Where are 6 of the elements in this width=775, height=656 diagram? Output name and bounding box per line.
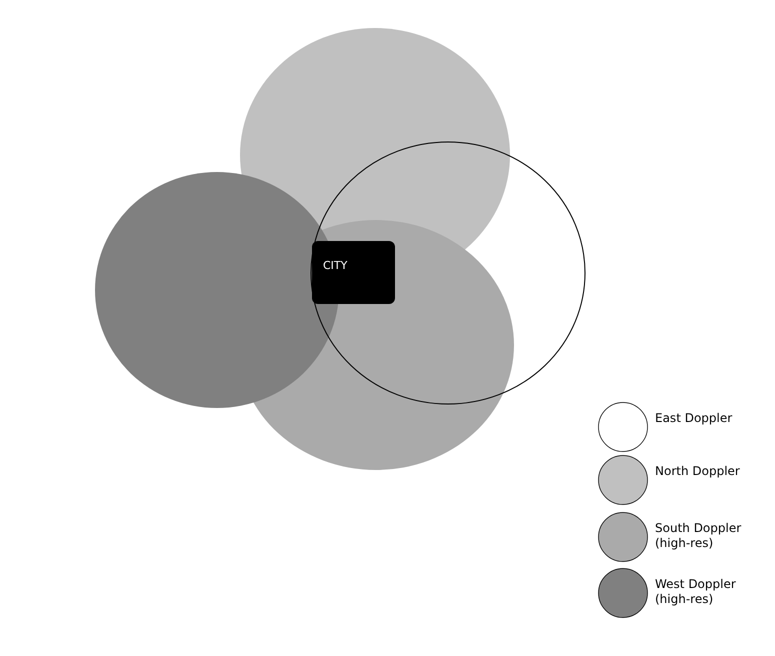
legend-label: West Doppler (high-res): [655, 577, 737, 607]
city-label: CITY: [323, 259, 348, 272]
legend-label: North Doppler: [655, 464, 741, 479]
city-box: [312, 241, 395, 304]
legend-label: East Doppler: [655, 411, 734, 426]
legend-label: South Doppler (high-res): [655, 521, 742, 551]
